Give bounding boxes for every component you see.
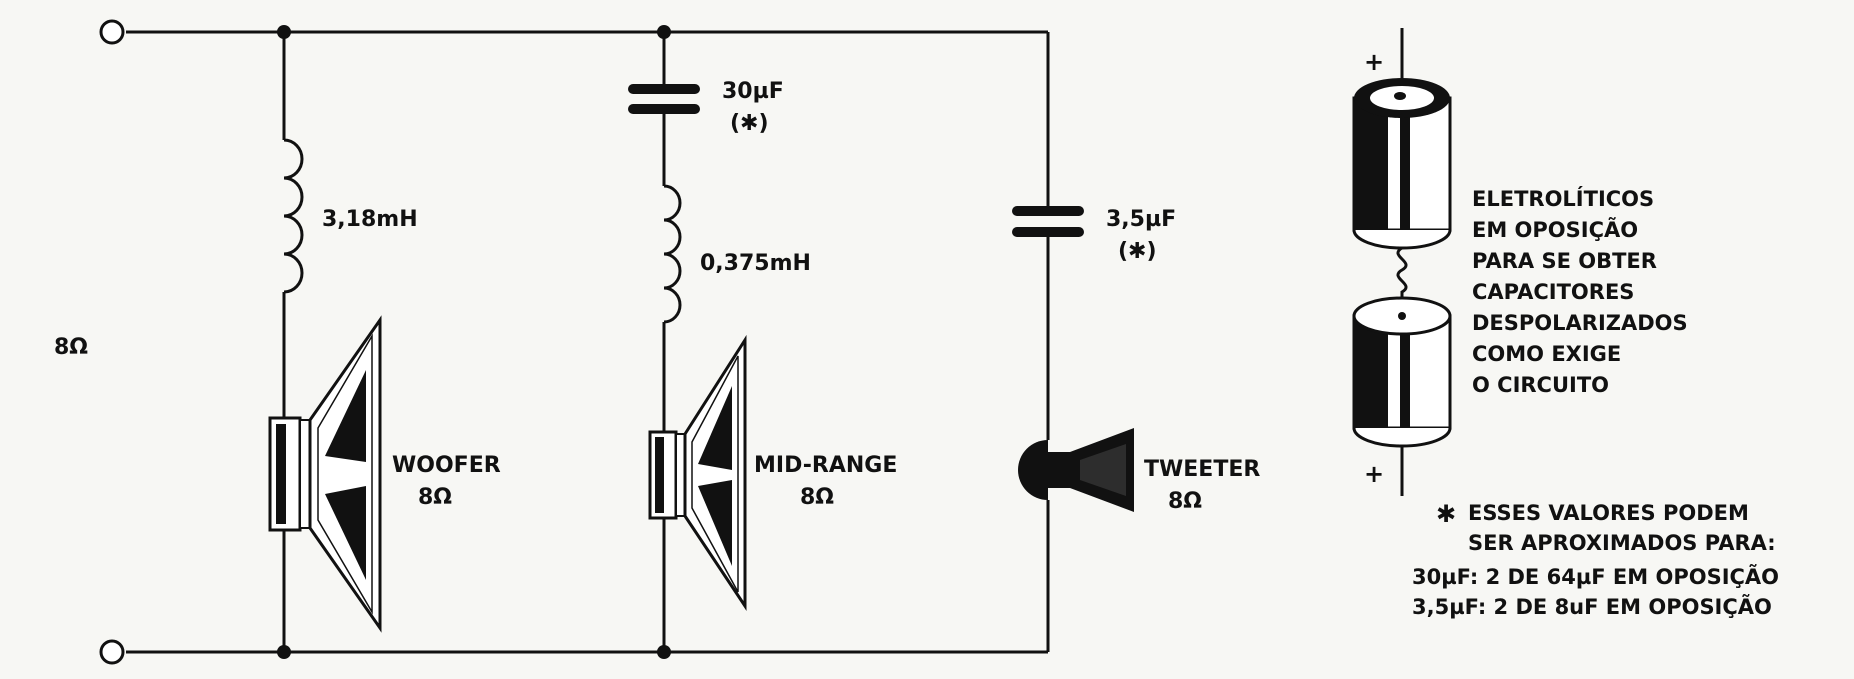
woofer-speaker xyxy=(268,315,382,633)
electrolytic-caption-line: PARA SE OBTER xyxy=(1472,249,1657,273)
junction-dot xyxy=(277,25,291,39)
midrange-capacitor xyxy=(628,84,700,114)
input-terminal-bottom xyxy=(99,639,125,665)
midrange-capacitor-mark: (✱) xyxy=(730,111,769,136)
electrolytic-caption-line: EM OPOSIÇÃO xyxy=(1472,217,1638,242)
midrange-inductor-label: 0,375mH xyxy=(700,251,811,276)
footnote-line-2: SER APROXIMADOS PARA: xyxy=(1468,531,1776,555)
input-impedance-label: 8Ω xyxy=(54,335,88,360)
midrange-inductor xyxy=(663,184,682,324)
electrolytic-caption-line: COMO EXIGE xyxy=(1472,342,1621,366)
junction-dot xyxy=(657,25,671,39)
plus-sign-top: + xyxy=(1364,48,1384,76)
woofer-inductor-label: 3,18mH xyxy=(322,207,418,232)
tweeter-capacitor-label: 3,5µF xyxy=(1106,207,1176,232)
footnote-line-3: 30µF: 2 DE 64µF EM OPOSIÇÃO xyxy=(1412,564,1779,589)
tweeter-impedance-label: 8Ω xyxy=(1168,489,1202,514)
junction-dot xyxy=(657,645,671,659)
electrolytic-caption-line: O CIRCUITO xyxy=(1472,373,1609,397)
wires xyxy=(126,30,1050,654)
input-terminal-top xyxy=(99,19,125,45)
electrolytic-caption-line: DESPOLARIZADOS xyxy=(1472,311,1688,335)
junction-dot xyxy=(277,645,291,659)
tweeter-capacitor xyxy=(1012,206,1084,237)
plus-sign-bottom: + xyxy=(1364,460,1384,488)
tweeter-capacitor-mark: (✱) xyxy=(1118,239,1157,264)
electrolytic-caption-line: CAPACITORES xyxy=(1472,280,1634,304)
junction-dots xyxy=(277,25,671,659)
electrolytic-caption-line: ELETROLÍTICOS xyxy=(1472,186,1654,211)
midrange-capacitor-label: 30µF xyxy=(722,79,784,104)
midrange-name-label: MID-RANGE xyxy=(754,453,897,478)
electrolytic-pair xyxy=(1352,28,1452,496)
footnote-line-1: ESSES VALORES PODEM xyxy=(1468,501,1749,525)
footnote-line-4: 3,5µF: 2 DE 8uF EM OPOSIÇÃO xyxy=(1412,594,1772,619)
tweeter-speaker xyxy=(1018,428,1134,512)
woofer-name-label: WOOFER xyxy=(392,453,501,478)
midrange-speaker xyxy=(648,334,747,611)
footnote-star: ✱ xyxy=(1436,500,1456,528)
midrange-impedance-label: 8Ω xyxy=(800,485,834,510)
woofer-impedance-label: 8Ω xyxy=(418,485,452,510)
tweeter-name-label: TWEETER xyxy=(1144,457,1260,482)
woofer-inductor xyxy=(283,138,304,294)
